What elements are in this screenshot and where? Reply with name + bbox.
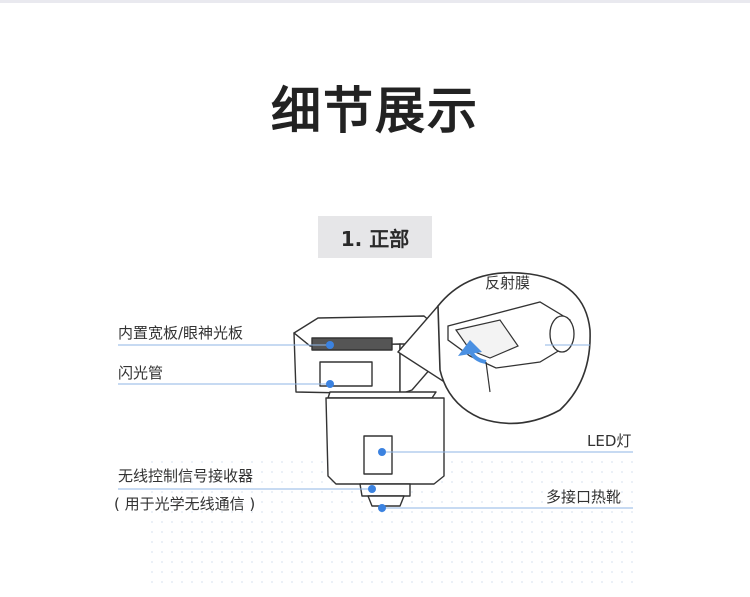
section-label: 1. 正部 <box>340 226 410 251</box>
dot-flash-tube <box>326 380 334 388</box>
label-led-light: LED灯 <box>587 432 632 450</box>
flash-foot <box>359 483 411 497</box>
label-wireless-receiver-note: ( 用于光学无线通信 ) <box>114 495 256 513</box>
zoom-body-edge <box>485 361 491 393</box>
section-badge: 1. 正部 <box>318 216 432 258</box>
dot-receiver <box>368 485 376 493</box>
flash-neck <box>327 391 437 399</box>
reflector-zoom-bubble <box>396 271 591 425</box>
top-divider <box>0 0 750 3</box>
label-hot-shoe: 多接口热靴 <box>546 488 622 506</box>
dot-hot-shoe <box>378 504 386 512</box>
pull-arrow-shaft <box>468 349 487 364</box>
page-title: 细节展示 <box>271 82 479 140</box>
leader-lines <box>118 344 633 509</box>
zoom-head-cap <box>549 315 575 353</box>
label-reflector-film: 反射膜 <box>485 274 531 292</box>
label-built-in-panel: 内置宽板/眼神光板 <box>118 324 244 342</box>
flash-shoe <box>367 495 405 507</box>
wide-panel-slot <box>311 337 393 351</box>
dot-panel <box>326 341 334 349</box>
pull-arrow-icon <box>458 340 482 356</box>
led-window <box>363 435 393 475</box>
label-flash-tube: 闪光管 <box>118 364 164 382</box>
label-wireless-receiver: 无线控制信号接收器 <box>118 467 254 485</box>
callout-dots <box>326 341 386 512</box>
dot-led <box>378 448 386 456</box>
